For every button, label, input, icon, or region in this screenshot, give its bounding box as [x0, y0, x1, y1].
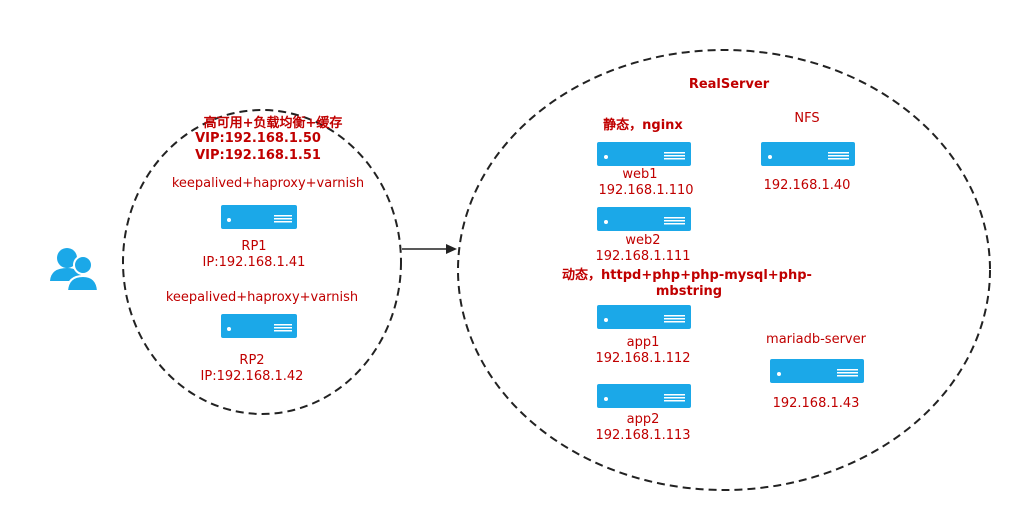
server-icon-app1 — [597, 305, 691, 329]
users-icon — [50, 248, 99, 291]
rp2-software: keepalived+haproxy+varnish — [165, 290, 359, 305]
server-icon-app2 — [597, 384, 691, 408]
rp1-software: keepalived+haproxy+varnish — [171, 176, 365, 191]
rp2-ip: IP:192.168.1.42 — [200, 369, 304, 384]
dynamic-label-line2: mbstring — [655, 284, 723, 299]
realserver-cluster-boundary — [457, 49, 991, 491]
mariadb-ip: 192.168.1.43 — [772, 396, 860, 411]
rp2-name: RP2 — [239, 353, 265, 368]
nfs-ip: 192.168.1.40 — [763, 178, 851, 193]
server-icon-web1 — [597, 142, 691, 166]
server-icon-nfs — [761, 142, 855, 166]
server-icon-web2 — [597, 207, 691, 231]
app2-ip: 192.168.1.113 — [595, 428, 691, 443]
proxy-group-title: 高可用+负载均衡+缓存 — [203, 116, 343, 131]
web2-ip: 192.168.1.111 — [595, 249, 691, 264]
rp1-name: RP1 — [241, 239, 267, 254]
vip-2: VIP:192.168.1.51 — [195, 148, 321, 163]
rp1-ip: IP:192.168.1.41 — [202, 255, 306, 270]
server-icon-rp2 — [221, 314, 297, 338]
dynamic-label-line1: 动态，httpd+php+php-mysql+php- — [562, 268, 812, 283]
server-icon-rp1 — [221, 205, 297, 229]
web2-name: web2 — [625, 233, 661, 248]
proxy-cluster-boundary — [122, 109, 402, 415]
server-icon-mariadb — [770, 359, 864, 383]
arrow-right-icon — [402, 244, 457, 254]
vip-1: VIP:192.168.1.50 — [195, 131, 321, 146]
nfs-name: NFS — [794, 111, 820, 126]
app2-name: app2 — [626, 412, 660, 427]
realserver-title: RealServer — [688, 77, 770, 92]
app1-ip: 192.168.1.112 — [595, 351, 691, 366]
static-label: 静态，nginx — [603, 118, 683, 133]
mariadb-name: mariadb-server — [766, 332, 866, 347]
web1-name: web1 — [622, 167, 658, 182]
app1-name: app1 — [626, 335, 660, 350]
web1-ip: 192.168.1.110 — [598, 183, 694, 198]
